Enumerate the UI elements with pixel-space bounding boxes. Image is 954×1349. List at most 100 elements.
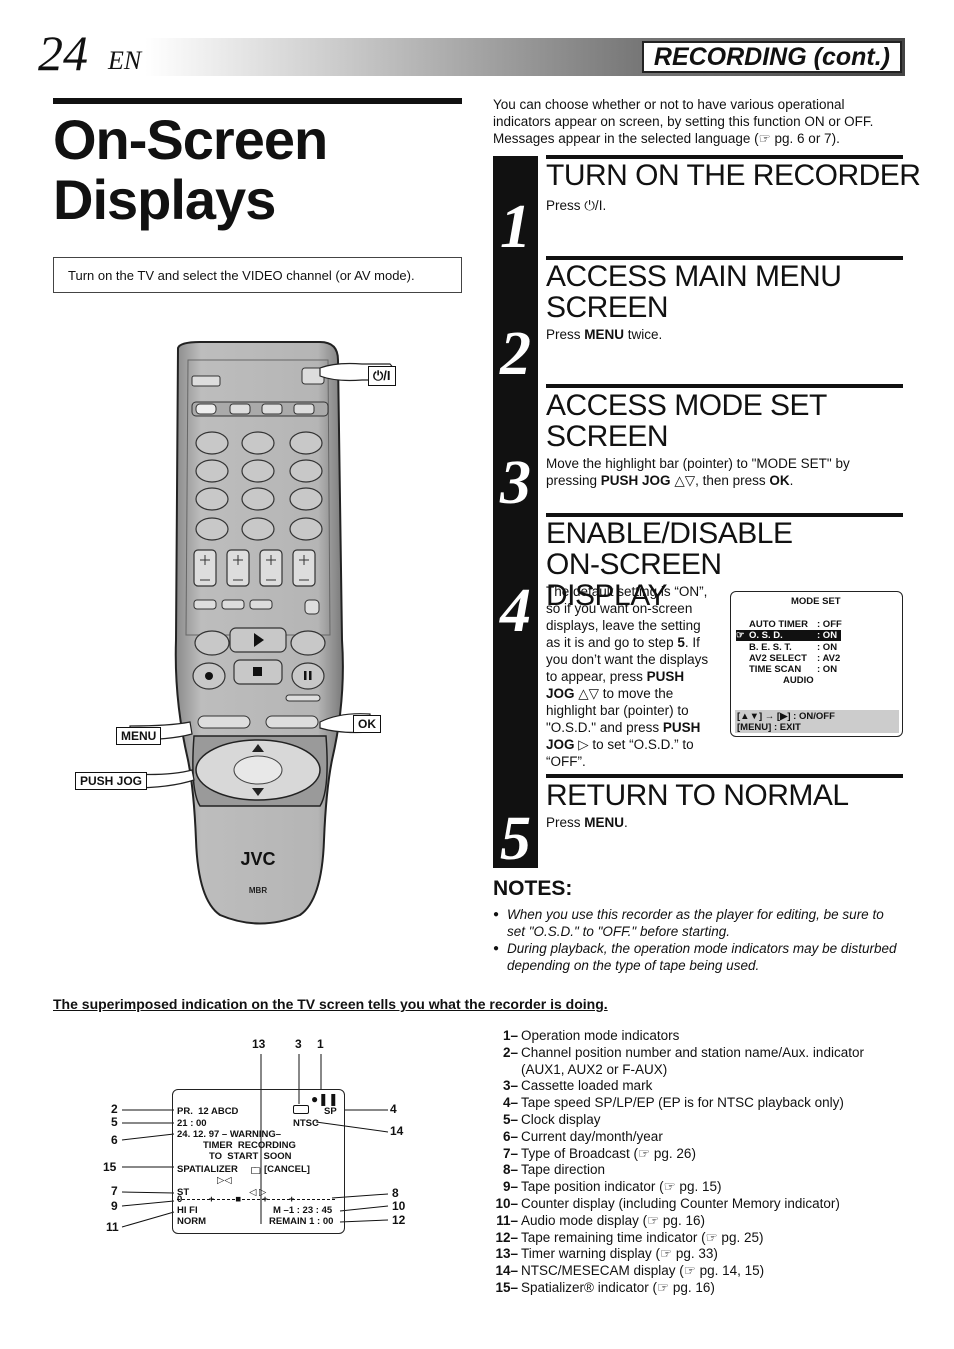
mode-set-row-5-value: : ON bbox=[817, 664, 838, 675]
step-1-title: TURN ON THE RECORDER bbox=[546, 159, 921, 192]
tv-screen-leader-lines bbox=[121, 1054, 389, 1228]
legend-item: 4–Tape speed SP/LP/EP (EP is for NTSC pl… bbox=[493, 1095, 905, 1112]
legend-number: 2– bbox=[502, 1044, 518, 1060]
legend-number: 5– bbox=[502, 1111, 518, 1127]
legend-text: Cassette loaded mark bbox=[521, 1078, 653, 1094]
legend-text: Current day/month/year bbox=[521, 1128, 663, 1144]
legend-text: Spatializer® indicator (☞ pg. 16) bbox=[521, 1279, 715, 1295]
step-3-body: Move the highlight bar (pointer) to "MOD… bbox=[546, 456, 850, 488]
legend-number: 1– bbox=[502, 1028, 518, 1043]
callout-9: 9 bbox=[111, 1199, 118, 1213]
step-1-body: Press ⏻/I. bbox=[546, 198, 607, 213]
tv-audio-mode: HI FI bbox=[177, 1205, 198, 1216]
callout-13: 13 bbox=[252, 1037, 266, 1051]
spatializer-icon: ▷◁ bbox=[217, 1175, 232, 1186]
legend-text: Audio mode display (☞ pg. 16) bbox=[521, 1212, 705, 1228]
legend-text: NTSC/MESECAM display (☞ pg. 14, 15) bbox=[521, 1263, 765, 1279]
legend-number: 8– bbox=[502, 1162, 518, 1178]
tv-broadcast-type: ST bbox=[177, 1187, 190, 1198]
tape-position-ticks: 0 + ■ + + bbox=[177, 1194, 295, 1205]
mode-set-row-2-value: : ON bbox=[817, 630, 838, 641]
section-tag: RECORDING (cont.) bbox=[641, 41, 902, 73]
step-5-title: RETURN TO NORMAL bbox=[546, 779, 849, 812]
tv-warning-line1: TIMER RECORDING bbox=[203, 1140, 296, 1151]
tv-screen: PR. 12 ABCD ●❚❚ SP 21 : 00 NTSC 24. 12. … bbox=[172, 1089, 345, 1234]
step-4-title: ENABLE/DISABLE ON-SCREEN DISPLAY bbox=[546, 517, 793, 612]
mode-set-row-4-label: AV2 SELECT bbox=[749, 653, 807, 664]
callout-6: 6 bbox=[111, 1133, 118, 1147]
step-2-number: 2 bbox=[500, 320, 531, 388]
callout-8: 8 bbox=[392, 1186, 399, 1200]
pointer-icon: ☞ bbox=[736, 630, 745, 641]
remote-control-illustration: JVC MBR bbox=[129, 341, 395, 925]
callout-7: 7 bbox=[111, 1184, 118, 1198]
legend-number: 12– bbox=[495, 1229, 518, 1245]
callout-2: 2 bbox=[111, 1102, 118, 1116]
legend-text: Tape position indicator (☞ pg. 15) bbox=[521, 1179, 722, 1195]
callout-14: 14 bbox=[390, 1124, 404, 1138]
step-5-body: Press MENU. bbox=[546, 815, 628, 830]
step-1-rule bbox=[546, 155, 903, 159]
tv-channel: PR. 12 ABCD bbox=[177, 1106, 239, 1117]
legend-number: 13– bbox=[495, 1246, 518, 1262]
folder-icon: 🗀 bbox=[251, 1166, 261, 1177]
mode-set-row-4-value: : AV2 bbox=[817, 653, 841, 664]
mode-set-row-1-label: AUTO TIMER bbox=[749, 619, 808, 630]
step-1-number: 1 bbox=[500, 193, 531, 261]
tv-cancel: [CANCEL] bbox=[264, 1164, 310, 1175]
legend-number: 3– bbox=[502, 1078, 518, 1094]
legend-item: 2–Channel position number and station na… bbox=[493, 1045, 905, 1079]
title-rule bbox=[53, 98, 462, 104]
mode-set-row-3-label: B. E. S. T. bbox=[749, 642, 792, 653]
legend-number: 10– bbox=[495, 1195, 518, 1211]
tv-norm: NORM bbox=[177, 1216, 207, 1227]
legend-item: 3–Cassette loaded mark bbox=[493, 1078, 905, 1095]
mode-set-footer bbox=[735, 710, 899, 733]
callout-5: 5 bbox=[111, 1115, 118, 1129]
legend-item: 1–Operation mode indicators bbox=[493, 1028, 905, 1045]
callout-12: 12 bbox=[392, 1213, 406, 1227]
tv-clock: 21 : 00 bbox=[177, 1118, 207, 1129]
step-4-rule bbox=[546, 513, 903, 517]
note-1: When you use this recorder as the player… bbox=[493, 906, 903, 940]
tv-counter: M –1 : 23 : 45 bbox=[273, 1205, 333, 1216]
legend-item: 12–Tape remaining time indicator (☞ pg. … bbox=[493, 1230, 905, 1247]
callout-10: 10 bbox=[392, 1199, 406, 1213]
step-3-rule bbox=[546, 384, 903, 388]
step-4-number: 4 bbox=[500, 577, 531, 645]
legend-number: 9– bbox=[502, 1179, 518, 1195]
legend-item: 6–Current day/month/year bbox=[493, 1129, 905, 1146]
tv-tape-speed: SP bbox=[324, 1106, 337, 1117]
legend-item: 9–Tape position indicator (☞ pg. 15) bbox=[493, 1179, 905, 1196]
indicator-legend: 1–Operation mode indicators 2–Channel po… bbox=[493, 1028, 905, 1297]
mode-set-row-6-label: AUDIO bbox=[783, 675, 814, 686]
play-pause-icon: ●❚❚ bbox=[311, 1092, 339, 1106]
step-number-bar bbox=[493, 156, 538, 868]
tape-direction-icon: ◁ ▷ bbox=[249, 1187, 267, 1198]
page-title-line1: On-Screen bbox=[53, 108, 328, 171]
mode-set-screen: MODE SET AUTO TIMER : OFF ☞ O. S. D. : O… bbox=[730, 591, 903, 737]
step-3-number: 3 bbox=[500, 449, 531, 517]
ok-callout: OK bbox=[353, 715, 381, 733]
mode-set-title: MODE SET bbox=[791, 596, 841, 607]
legend-number: 4– bbox=[502, 1095, 518, 1111]
page-title-line2: Displays bbox=[53, 168, 276, 231]
note-2: During playback, the operation mode indi… bbox=[493, 940, 903, 974]
power-callout: ⏻/I bbox=[368, 366, 396, 386]
legend-text: Type of Broadcast (☞ pg. 26) bbox=[521, 1145, 696, 1161]
step-2-title: ACCESS MAIN MENU SCREEN bbox=[546, 260, 842, 324]
legend-item: 11–Audio mode display (☞ pg. 16) bbox=[493, 1213, 905, 1230]
legend-text: Counter display (including Counter Memor… bbox=[521, 1195, 840, 1211]
mode-set-footer-1: [▲▼] → [▶] : ON/OFF bbox=[737, 711, 835, 722]
legend-item: 15–Spatializer® indicator (☞ pg. 16) bbox=[493, 1280, 905, 1297]
legend-number: 6– bbox=[502, 1128, 518, 1144]
step-2-rule bbox=[546, 256, 903, 260]
legend-item: 5–Clock display bbox=[493, 1112, 905, 1129]
step-3-title: ACCESS MODE SET SCREEN bbox=[546, 389, 827, 453]
legend-item: 13–Timer warning display (☞ pg. 33) bbox=[493, 1246, 905, 1263]
legend-item: 7–Type of Broadcast (☞ pg. 26) bbox=[493, 1146, 905, 1163]
tv-instruction-box: Turn on the TV and select the VIDEO chan… bbox=[53, 257, 462, 293]
legend-text: Tape speed SP/LP/EP (EP is for NTSC play… bbox=[521, 1095, 844, 1111]
legend-text: Timer warning display (☞ pg. 33) bbox=[521, 1246, 718, 1262]
language-code: EN bbox=[108, 46, 142, 75]
